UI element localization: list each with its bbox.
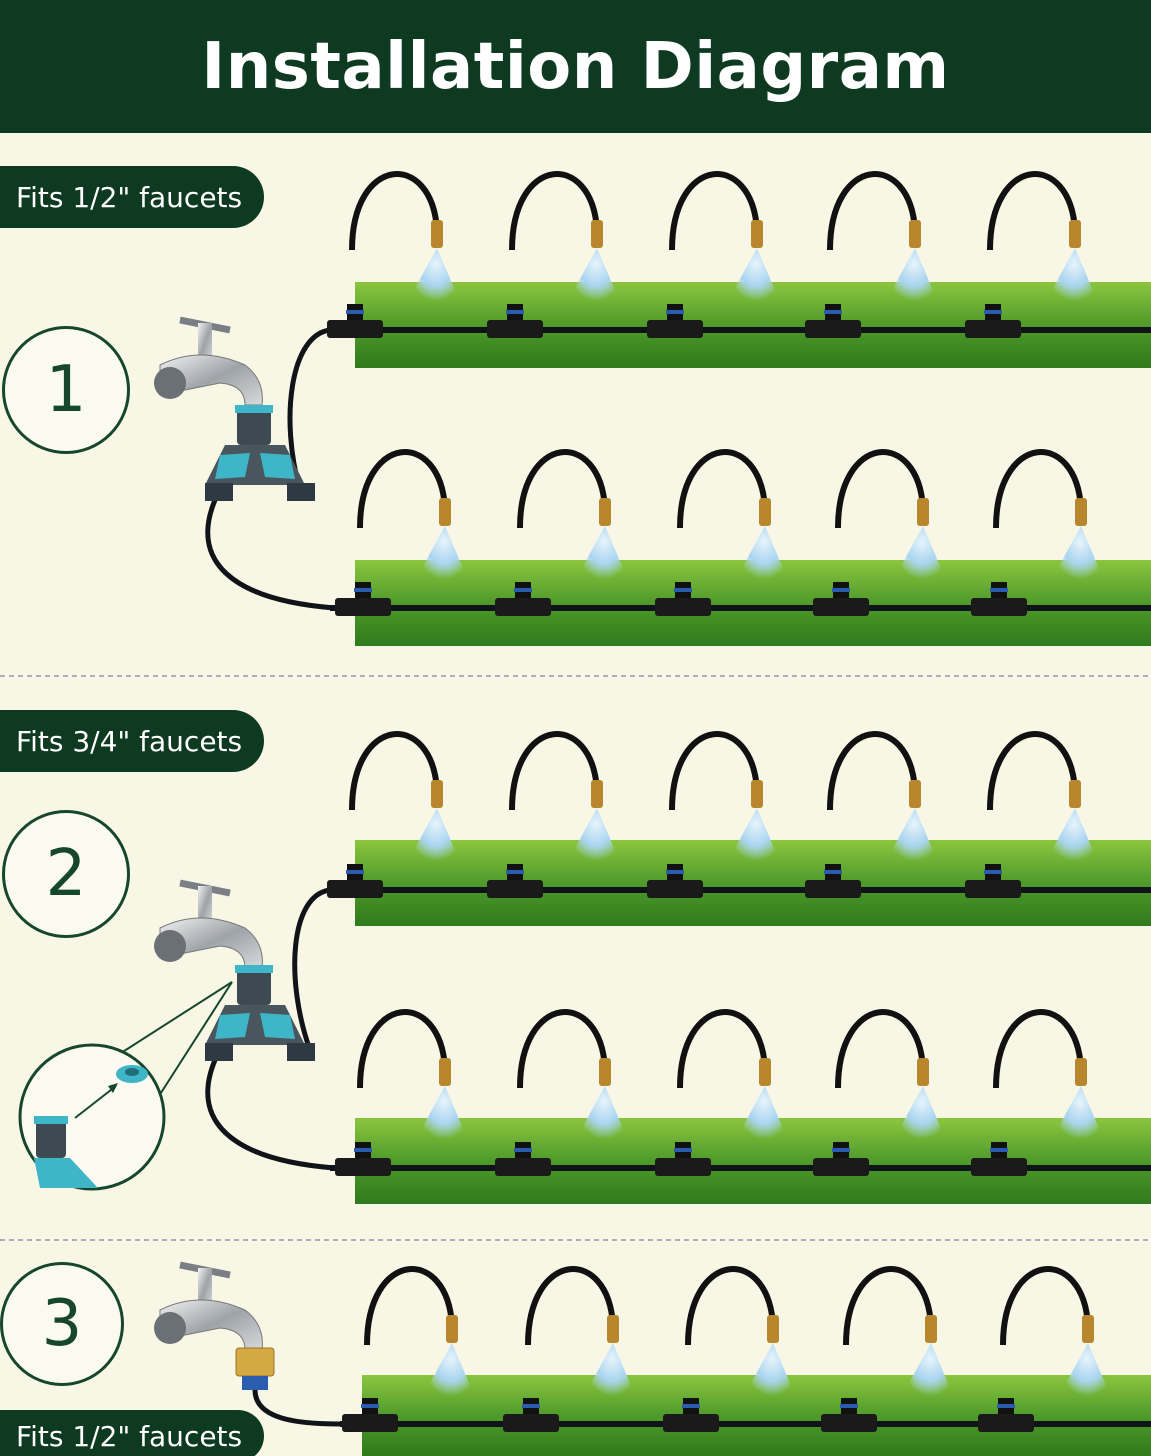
section-1-artwork xyxy=(154,174,1151,646)
step-number-1: 1 xyxy=(2,326,130,454)
title-banner: Installation Diagram xyxy=(0,0,1151,133)
faucet-size-badge-1: Fits 1/2" faucets xyxy=(0,166,265,228)
section-2-artwork xyxy=(18,734,1151,1204)
faucet-icon xyxy=(154,879,263,969)
page-title: Installation Diagram xyxy=(201,29,950,104)
divider-lines xyxy=(0,675,1151,1241)
mist-nozzle-icon xyxy=(352,174,1101,579)
y-splitter-icon xyxy=(205,965,315,1061)
y-splitter-detail-icon xyxy=(34,1116,98,1188)
grass-strip xyxy=(355,840,1151,1204)
mist-nozzle-icon xyxy=(352,734,1101,1139)
faucet-size-badge-3: Fits 1/2" faucets xyxy=(0,1410,265,1456)
brass-adapter-icon xyxy=(235,1347,275,1390)
step-number-2: 2 xyxy=(2,810,130,938)
faucet-icon xyxy=(154,316,263,406)
y-splitter-icon xyxy=(205,405,315,501)
washer-detail-callout xyxy=(18,981,233,1191)
faucet-icon xyxy=(154,1261,263,1351)
washer-icon xyxy=(116,1065,148,1083)
step-number-3: 3 xyxy=(0,1262,124,1386)
section-3-artwork xyxy=(154,1261,1151,1456)
faucet-size-badge-2: Fits 3/4" faucets xyxy=(0,710,265,772)
